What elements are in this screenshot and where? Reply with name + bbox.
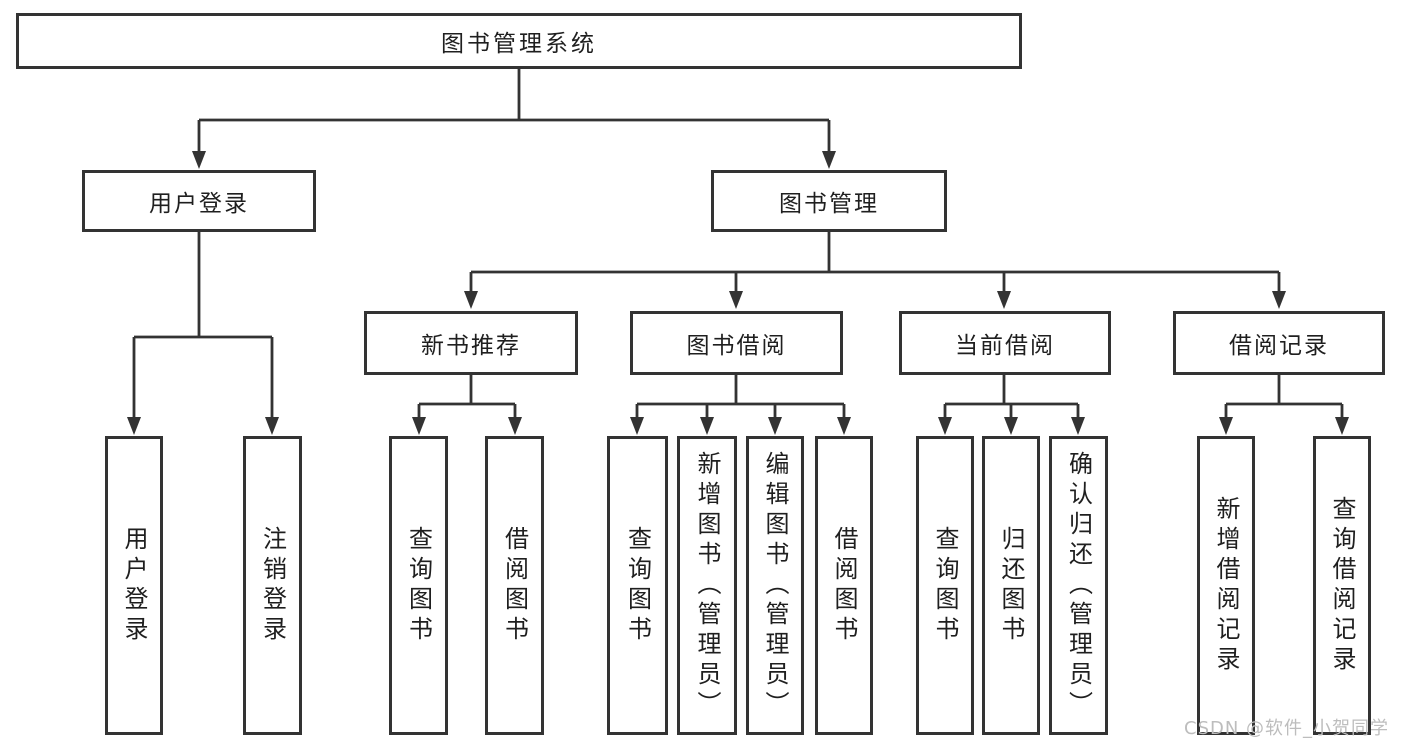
leaf-query-books-borrowing: 查询图书 <box>607 436 668 735</box>
connector-lines <box>132 68 1344 422</box>
node-borrowing-records: 借阅记录 <box>1173 311 1385 375</box>
node-new-book-recommendation-label: 新书推荐 <box>421 333 521 359</box>
node-borrowing-records-label: 借阅记录 <box>1229 333 1329 359</box>
leaf-add-borrowing-record: 新增借阅记录 <box>1197 436 1255 735</box>
leaf-edit-books-admin-label: 编辑图书（管理员） <box>761 450 789 721</box>
leaf-confirm-return-admin: 确认归还（管理员） <box>1049 436 1108 735</box>
csdn-watermark: CSDN @软件_小贺同学 <box>1184 718 1390 739</box>
leaf-return-books: 归还图书 <box>982 436 1040 735</box>
node-user-login-label: 用户登录 <box>149 191 249 217</box>
leaf-borrow-books-label: 借阅图书 <box>830 525 858 646</box>
node-current-borrowing: 当前借阅 <box>899 311 1111 375</box>
leaf-query-borrowing-record-label: 查询借阅记录 <box>1328 495 1356 676</box>
leaf-borrow-books: 借阅图书 <box>815 436 873 735</box>
node-book-borrowing: 图书借阅 <box>630 311 843 375</box>
node-book-management-label: 图书管理 <box>779 191 879 217</box>
node-user-login: 用户登录 <box>82 170 316 232</box>
leaf-query-books-recommendation: 查询图书 <box>389 436 448 735</box>
leaf-add-books-admin: 新增图书（管理员） <box>677 436 737 735</box>
node-current-borrowing-label: 当前借阅 <box>955 333 1055 359</box>
leaf-logout-label: 注销登录 <box>258 525 287 646</box>
leaf-borrow-books-recommendation-label: 借阅图书 <box>500 525 529 646</box>
leaf-query-books-current-label: 查询图书 <box>931 525 959 646</box>
leaf-logout: 注销登录 <box>243 436 302 735</box>
node-library-management-system-label: 图书管理系统 <box>441 31 597 57</box>
leaf-query-books-borrowing-label: 查询图书 <box>623 525 652 646</box>
leaf-user-login: 用户登录 <box>105 436 163 735</box>
node-library-management-system: 图书管理系统 <box>16 13 1022 69</box>
leaf-user-login-label: 用户登录 <box>120 525 148 646</box>
node-new-book-recommendation: 新书推荐 <box>364 311 578 375</box>
leaf-borrow-books-recommendation: 借阅图书 <box>485 436 544 735</box>
leaf-query-books-current: 查询图书 <box>916 436 974 735</box>
leaf-edit-books-admin: 编辑图书（管理员） <box>746 436 804 735</box>
leaf-return-books-label: 归还图书 <box>997 525 1025 646</box>
leaf-add-books-admin-label: 新增图书（管理员） <box>693 450 721 721</box>
leaf-confirm-return-admin-label: 确认归还（管理员） <box>1064 450 1093 721</box>
node-book-borrowing-label: 图书借阅 <box>686 333 787 359</box>
leaf-query-books-recommendation-label: 查询图书 <box>404 525 433 646</box>
leaf-add-borrowing-record-label: 新增借阅记录 <box>1212 495 1240 676</box>
leaf-query-borrowing-record: 查询借阅记录 <box>1313 436 1371 735</box>
node-book-management: 图书管理 <box>711 170 947 232</box>
arrowheads <box>127 151 1349 435</box>
